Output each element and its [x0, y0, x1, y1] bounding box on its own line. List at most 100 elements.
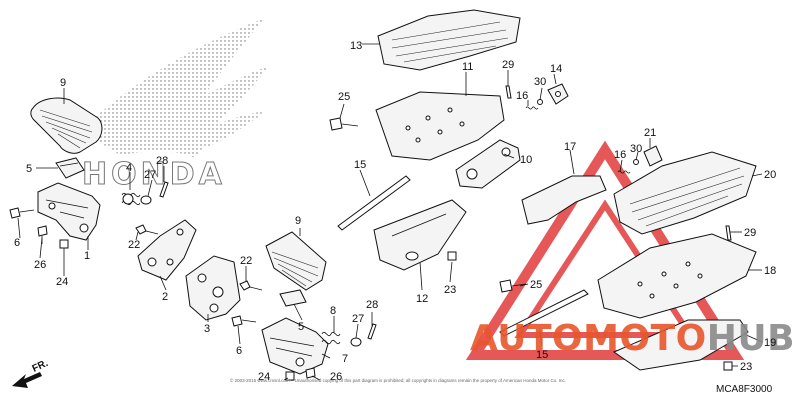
part-30-washer-right — [633, 159, 639, 165]
part-28-pin-left — [159, 181, 169, 198]
callout-5-left: 5 — [26, 163, 32, 175]
watermark-text: AUTOMOTOHUB — [470, 318, 795, 359]
part-9-left-peg-rubber — [30, 97, 103, 154]
leader-lines — [17, 43, 763, 381]
callout-9-center: 9 — [295, 215, 301, 227]
part-8-spring — [321, 331, 341, 345]
part-19-bottom-cover — [612, 319, 749, 371]
part-26-bolt-left — [37, 225, 48, 244]
callout-19: 19 — [764, 337, 776, 349]
callout-15-upper: 15 — [354, 159, 366, 171]
copyright-notice: © 2003-2015 www.cmsnl.com – Unauthorised… — [230, 377, 566, 383]
part-16-spring-right — [617, 170, 631, 174]
part-5-left-clip — [55, 157, 85, 179]
callout-3: 3 — [204, 323, 210, 335]
front-direction-arrow: FR. — [12, 358, 50, 388]
callout-labels: 9 5 4 28 27 6 26 1 24 22 2 3 22 9 5 6 8 … — [14, 40, 776, 383]
watermark-secondary: HUB — [707, 318, 795, 359]
callout-28-center: 28 — [366, 299, 378, 311]
callout-30-upper: 30 — [534, 76, 546, 88]
watermark-primary: AUTOMOTO — [470, 318, 707, 359]
part-26-bolt-center — [305, 367, 316, 379]
part-17-bracket — [521, 175, 607, 225]
callout-22-center: 22 — [240, 255, 252, 267]
callout-25-upper: 25 — [338, 91, 350, 103]
part-13-floorboard-rubber — [377, 9, 521, 71]
callout-15-lower: 15 — [536, 349, 548, 361]
part-6-bolt-left — [9, 207, 35, 219]
part-29-pin-right — [725, 225, 732, 241]
callout-26-center: 26 — [330, 371, 342, 383]
callout-21: 21 — [644, 127, 656, 139]
callout-27-center: 27 — [352, 313, 364, 325]
callout-27-left: 27 — [144, 169, 156, 181]
callout-10: 10 — [520, 154, 532, 166]
callout-23-right: 23 — [740, 361, 752, 373]
part-10-bracket — [455, 139, 521, 189]
part-15-rod-lower — [499, 289, 589, 337]
front-direction-label: FR. — [31, 358, 50, 375]
callout-13: 13 — [350, 40, 362, 52]
callout-18: 18 — [764, 265, 776, 277]
callout-4: 4 — [126, 162, 132, 174]
part-22-bolt-center — [239, 280, 263, 291]
callout-2: 2 — [162, 291, 168, 303]
part-9-center-peg-rubber — [265, 231, 327, 291]
part-20-floorboard-rubber — [613, 151, 757, 235]
part-2-bracket — [137, 219, 197, 281]
part-25-bolt-upper — [329, 117, 359, 131]
callout-14: 14 — [550, 63, 562, 75]
part-4-spring — [121, 192, 141, 206]
callout-30-right: 30 — [630, 143, 642, 155]
callout-28-left: 28 — [156, 155, 168, 167]
part-28-pin-center — [367, 323, 377, 340]
part-27-washer-left — [140, 195, 152, 205]
honda-wing-logo: HONDA — [80, 18, 270, 193]
callout-16-right: 16 — [614, 149, 626, 161]
callout-11: 11 — [462, 61, 473, 73]
part-7-lower-bracket — [261, 317, 329, 375]
callout-20: 20 — [764, 169, 776, 181]
part-27-washer-center — [350, 337, 362, 347]
diagram-code: MCA8F3000 — [716, 384, 773, 395]
part-30-washer-upper — [537, 99, 543, 105]
callout-29-upper: 29 — [502, 59, 514, 71]
part-15-rod-upper — [337, 175, 411, 231]
callout-24-center: 24 — [258, 371, 270, 383]
part-29-pin-upper — [505, 85, 512, 99]
callout-17: 17 — [564, 141, 576, 153]
part-5-center-clip — [279, 289, 307, 307]
part-12-lower-plate — [373, 199, 467, 271]
callout-23-center: 23 — [444, 284, 456, 296]
callout-24-left: 24 — [56, 276, 68, 288]
part-1-left-bracket — [37, 182, 101, 241]
part-3-mounting-plate — [185, 255, 241, 321]
callout-29-right: 29 — [744, 227, 756, 239]
part-22-bolt-upper — [135, 224, 159, 235]
part-18-floorboard — [597, 233, 757, 319]
part-25-bolt-lower — [499, 279, 527, 293]
callout-9-left: 9 — [60, 77, 66, 89]
callout-5-center: 5 — [298, 321, 304, 333]
callout-7: 7 — [342, 353, 348, 365]
svg-text:AUTOMOTOHUB: AUTOMOTOHUB — [470, 318, 795, 359]
callout-1: 1 — [84, 250, 90, 262]
part-23-bolt-center — [447, 251, 457, 261]
part-21-cap — [643, 145, 663, 167]
callout-6-left: 6 — [14, 237, 20, 249]
part-24-bolt-left — [59, 239, 69, 266]
part-11-floorboard — [375, 91, 505, 161]
part-16-spring-upper — [525, 106, 539, 110]
part-23-bolt-right — [723, 361, 733, 371]
part-6-bolt-center — [231, 315, 257, 327]
callout-25-lower: 25 — [530, 279, 542, 291]
callout-6-center: 6 — [236, 345, 242, 357]
callout-16-upper: 16 — [516, 90, 528, 102]
part-14-cap — [547, 83, 569, 105]
callout-12: 12 — [416, 293, 428, 305]
honda-wordmark: HONDA — [82, 157, 226, 192]
callout-8: 8 — [330, 305, 336, 317]
callout-26-left: 26 — [34, 259, 46, 271]
callout-22-left: 22 — [128, 239, 140, 251]
